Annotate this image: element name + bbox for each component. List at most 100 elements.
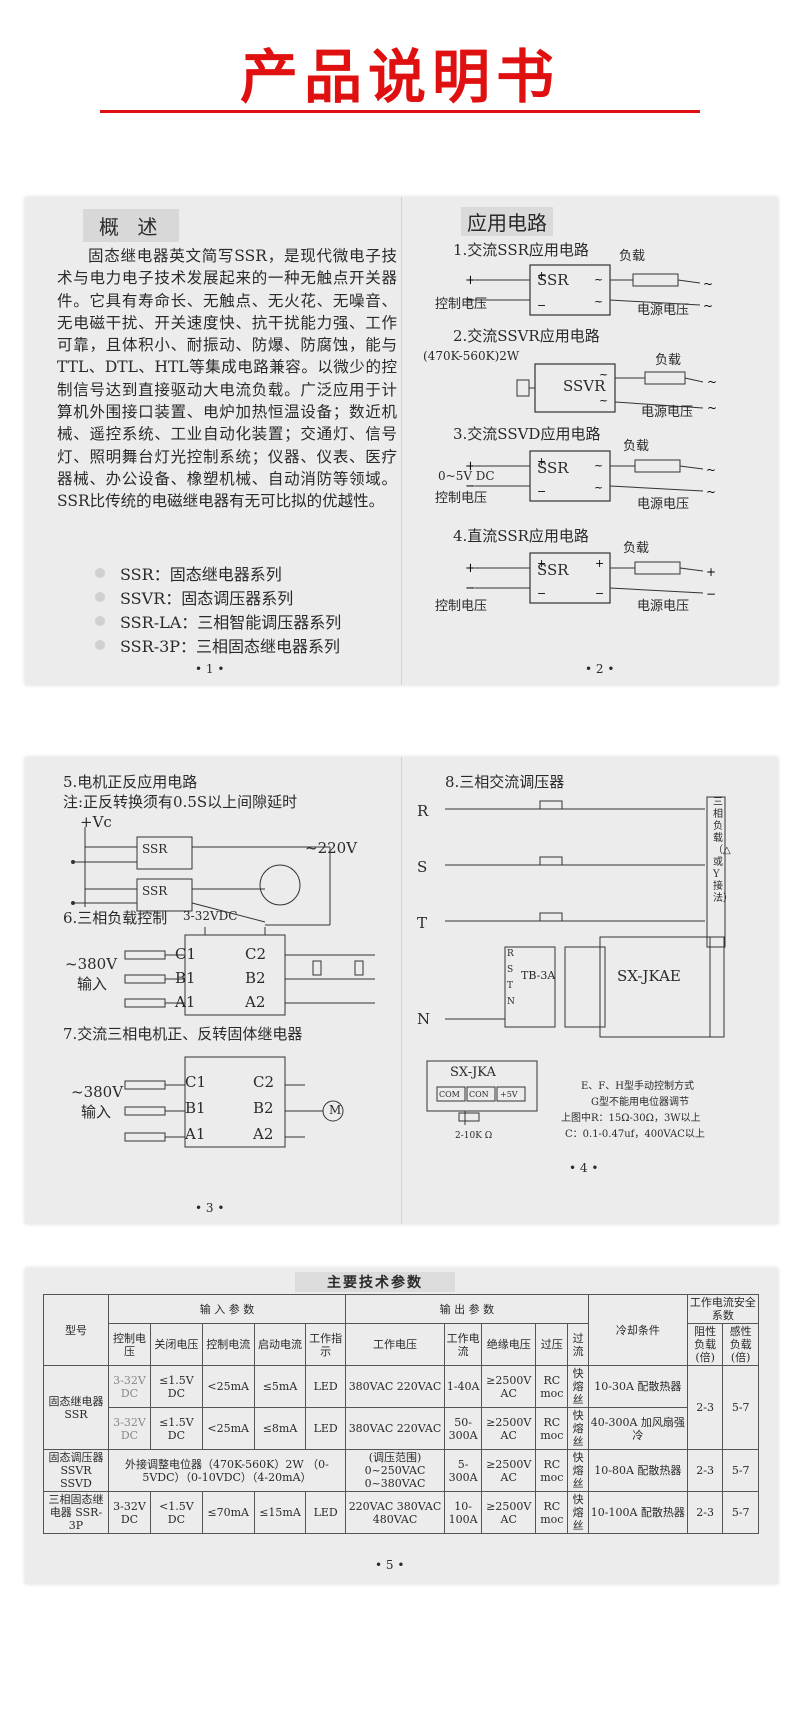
table-cell: ≤1.5V DC xyxy=(149,1407,203,1450)
spec-table: 型号 输 入 参 数 输 出 参 数 冷却条件 工作电流安全系数 控制电压 关闭… xyxy=(43,1294,760,1534)
header-cell: 控制电流 xyxy=(201,1323,255,1366)
svg-text:~: ~ xyxy=(594,459,603,472)
note-line: G型不能用电位器调节 xyxy=(591,1097,689,1108)
note-line: E、F、H型手动控制方式 xyxy=(581,1081,694,1092)
svg-text:~: ~ xyxy=(703,277,713,291)
table-cell: ≤5mA xyxy=(253,1365,307,1408)
header-cell: 阻性负载(倍) xyxy=(686,1323,724,1366)
table-row: 三相固态继电器 SSR-3P 3-32V DC <1.5V DC ≤70mA ≤… xyxy=(43,1491,759,1534)
ssr-label: SSR xyxy=(537,561,569,579)
dc-ssr-circuit-diagram: +− +− +− + − xyxy=(465,552,716,604)
page-fold xyxy=(401,197,402,685)
load-label: 负载 xyxy=(623,439,650,454)
svg-text:~: ~ xyxy=(594,481,603,494)
ac380-label: ~380V xyxy=(71,1083,124,1101)
series-item: SSR：固态继电器系列 xyxy=(120,565,282,584)
page-number: • 4 • xyxy=(569,1161,599,1175)
header-cell: 工作指示 xyxy=(305,1323,346,1366)
table-cell: <25mA xyxy=(201,1407,255,1450)
spec-table-title: 主要技术参数 xyxy=(295,1272,455,1292)
circuit-title: 6.三相负载控制 xyxy=(63,909,168,927)
pin-com: COM xyxy=(439,1090,460,1099)
line-n: N xyxy=(417,1010,431,1028)
manual-page-5-spec-table: 主要技术参数 型号 输 入 参 数 输 出 参 数 冷却条件 工作电流安全系数 … xyxy=(25,1268,778,1584)
line-r: R xyxy=(417,802,429,820)
motor-label: M xyxy=(329,1103,342,1117)
svg-text:+: + xyxy=(595,557,604,570)
page-number: • 5 • xyxy=(375,1558,405,1572)
three-phase-regulator-diagram xyxy=(445,796,726,1038)
page-number: • 3 • xyxy=(195,1201,225,1215)
series-item: SSR-LA：三相智能调压器系列 xyxy=(120,613,342,632)
circuit-note: 注:正反转换须有0.5S以上间隙延时 xyxy=(63,793,298,811)
table-cell: <1.5V DC xyxy=(149,1491,203,1534)
phase-c1: C1 xyxy=(175,945,197,963)
load-label: 负载 xyxy=(619,249,646,264)
table-cell: 10-100A 配散热器 xyxy=(587,1491,688,1534)
header-cell: 关闭电压 xyxy=(149,1323,203,1366)
phase-a1: A1 xyxy=(185,1125,206,1143)
ssr-label: SSR xyxy=(142,884,168,898)
svg-text:~: ~ xyxy=(707,375,717,389)
table-cell: ≥2500V AC xyxy=(481,1491,537,1534)
pin-con: CON xyxy=(469,1090,489,1099)
motor-reverse-circuit-diagram xyxy=(71,827,331,926)
mains-voltage-label: 电源电压 xyxy=(637,303,690,318)
circuit-title: 1.交流SSR应用电路 xyxy=(453,241,589,259)
ssr-label: SSR xyxy=(537,459,569,477)
table-cell: 3-32V DC xyxy=(108,1365,151,1408)
phase-a1: A1 xyxy=(175,993,196,1011)
pot-label: 2-10K Ω xyxy=(455,1131,493,1141)
header-cell: 感性负载(倍) xyxy=(722,1323,759,1366)
table-cell: 快熔丝 xyxy=(567,1365,589,1408)
note-line: 上图中R：15Ω-30Ω，3W以上 xyxy=(561,1113,701,1124)
header-group: 输 入 参 数 xyxy=(108,1294,346,1324)
tb-pin: N xyxy=(507,997,515,1007)
svg-text:+: + xyxy=(465,273,476,288)
mains-voltage-label: 电源电压 xyxy=(637,497,690,512)
svg-text:~: ~ xyxy=(706,463,716,477)
svg-text:~: ~ xyxy=(599,394,608,407)
mains-voltage-label: 电源电压 xyxy=(637,599,690,614)
control-voltage-label: 控制电压 xyxy=(435,491,488,506)
overview-body: 固态继电器英文简写SSR，是现代微电子技术与电力电子技术发展起来的一种无触点开关… xyxy=(57,245,397,513)
table-cell: ≥2500V AC xyxy=(481,1365,537,1408)
ssr-label: SSR xyxy=(142,842,168,856)
table-cell: 10-30A 配散热器 xyxy=(587,1365,688,1408)
page-number: • 2 • xyxy=(585,662,615,676)
load-side-label: 三相负载（△或Y接法） xyxy=(713,797,733,904)
svg-text:−: − xyxy=(595,587,604,600)
app-heading: 应用电路 xyxy=(461,207,553,236)
table-cell: 3-32V DC xyxy=(108,1407,151,1450)
svg-text:+: + xyxy=(706,565,716,579)
table-cell: RC moc xyxy=(535,1407,569,1450)
header-group: 输 出 参 数 xyxy=(344,1294,589,1324)
note-line: C：0.1-0.47uf，400VAC以上 xyxy=(565,1129,705,1140)
dc-range-label: 0~5V DC xyxy=(438,469,495,483)
tb3a-label: TB-3A xyxy=(521,969,556,982)
phase-a2: A2 xyxy=(245,993,266,1011)
table-cell: 220VAC 380VAC 480VAC xyxy=(344,1491,446,1534)
table-header-row: 控制电压 关闭电压 控制电流 启动电流 工作指示 工作电压 工作电流 绝缘电压 … xyxy=(44,1323,759,1366)
bullet-icon xyxy=(95,568,105,578)
table-row: 固态继电器 SSR 3-32V DC ≤1.5V DC <25mA ≤5mA L… xyxy=(43,1365,759,1450)
table-cell: 2-3 xyxy=(686,1491,724,1534)
svg-text:+: + xyxy=(465,561,476,576)
overview-paragraph: 固态继电器英文简写SSR，是现代微电子技术与电力电子技术发展起来的一种无触点开关… xyxy=(57,247,397,511)
table-cell: 快熔丝 xyxy=(567,1491,589,1534)
phase-b1: B1 xyxy=(175,969,196,987)
table-cell: ≤8mA xyxy=(253,1407,307,1450)
header-cell: 工作电压 xyxy=(344,1323,446,1366)
table-cell: 2-3 xyxy=(686,1449,724,1492)
control-voltage-label: 控制电压 xyxy=(435,599,488,614)
svg-text:+: + xyxy=(537,455,546,468)
load-label: 负载 xyxy=(623,541,650,556)
table-cell: LED xyxy=(305,1491,346,1534)
phase-b2: B2 xyxy=(245,969,266,987)
table-cell: 10-100A xyxy=(444,1491,483,1534)
table-cell: 三相固态继电器 SSR-3P xyxy=(43,1491,109,1534)
page-number: • 1 • xyxy=(195,662,225,676)
table-cell: 380VAC 220VAC xyxy=(344,1407,446,1450)
circuit-title: 7.交流三相电机正、反转固体继电器 xyxy=(63,1025,303,1043)
potentiometer-label: (470K-560K)2W xyxy=(423,349,520,363)
